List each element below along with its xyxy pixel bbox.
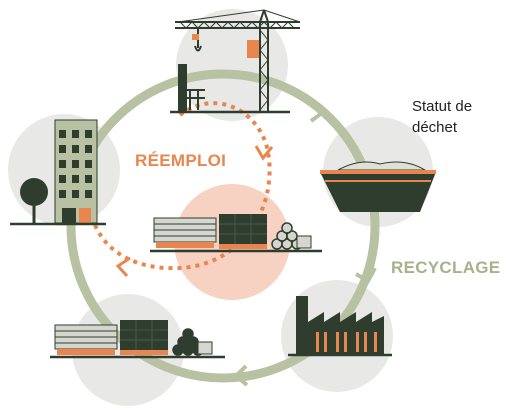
scaffold-frame [187, 89, 205, 110]
reuse-arrow-down-icon [254, 145, 274, 161]
tree-icon [20, 178, 48, 223]
crane-cab [247, 40, 259, 58]
materials-pile-icon [50, 320, 225, 359]
waste-status-label: Statut de déchet [412, 96, 472, 138]
waste-status-line2: déchet [412, 119, 458, 136]
factory-icon [288, 296, 392, 357]
materials-stack-icon [150, 214, 322, 253]
recycling-label: RECYCLAGE [391, 258, 501, 277]
skip-container-icon [320, 161, 436, 212]
cycle-arrow-right-icon [354, 267, 377, 284]
recycling-cycle-ring [66, 69, 380, 383]
building-icon [10, 119, 106, 226]
crane-hook-block [192, 34, 199, 40]
scaffold-post [178, 64, 187, 112]
reuse-arrow-left-icon [115, 256, 131, 278]
crane-icon [170, 9, 301, 114]
waste-status-line1: Statut de [412, 98, 473, 115]
reuse-label: RÉEMPLOI [135, 151, 227, 170]
cycle-arrow-top-right-icon [309, 100, 325, 123]
cycle-arrow-bottom-icon [233, 364, 249, 387]
